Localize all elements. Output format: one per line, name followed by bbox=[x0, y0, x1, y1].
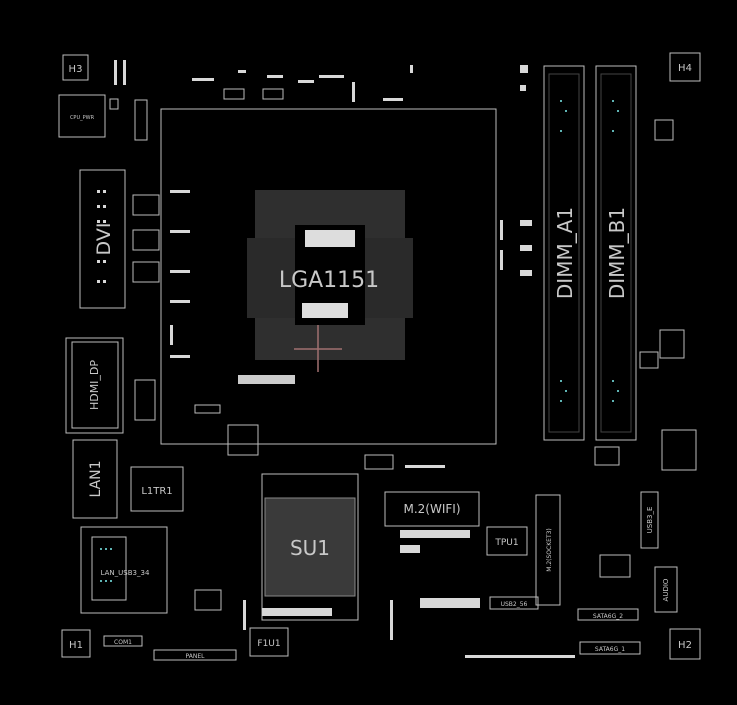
sata1-label: SATA6G_1 bbox=[595, 646, 625, 653]
usb-e-label: USB3_E bbox=[646, 507, 654, 534]
cpu-socket: LGA1151 bbox=[160, 108, 497, 445]
dvi-connector: DVI bbox=[79, 169, 126, 309]
dimm-a1-label: DIMM_A1 bbox=[553, 207, 577, 299]
h4-label: H4 bbox=[678, 63, 692, 74]
f1u1-label: F1U1 bbox=[257, 639, 280, 649]
h2-label: H2 bbox=[678, 640, 692, 651]
sata2-label: SATA6G_2 bbox=[593, 613, 623, 620]
l1tr1-label: L1TR1 bbox=[141, 486, 172, 497]
audio-header: AUDIO bbox=[654, 566, 678, 613]
bios-chip-f1u1: F1U1 bbox=[249, 627, 289, 657]
dvi-label: DVI bbox=[93, 223, 115, 256]
cpu-pwr-label: CPU_PWR bbox=[70, 115, 95, 121]
m2-socket3: M.2(SOCKET3) bbox=[535, 494, 561, 606]
usb2-56-header: USB2_56 bbox=[489, 596, 539, 610]
misc-components bbox=[109, 60, 697, 658]
panel-header: PANEL bbox=[153, 649, 237, 661]
lan-usb-connector: LAN_USB3_34 bbox=[80, 526, 168, 614]
cpu-socket-label: LGA1151 bbox=[279, 268, 379, 293]
usb56-label: USB2_56 bbox=[501, 601, 528, 608]
m2-wifi-slot: M.2(WIFI) bbox=[384, 491, 480, 527]
lan-usb-label: LAN_USB3_34 bbox=[101, 569, 150, 577]
sata-port-1: SATA6G_1 bbox=[579, 641, 641, 655]
m2-wifi-label: M.2(WIFI) bbox=[403, 502, 460, 516]
dimm-slot-a1: DIMM_A1 bbox=[543, 65, 585, 441]
usb3-e-header: USB3_E bbox=[640, 491, 659, 549]
mount-hole-h4: H4 bbox=[669, 52, 701, 82]
su1-label: SU1 bbox=[290, 536, 330, 560]
panel-label: PANEL bbox=[186, 653, 206, 660]
com1-header: COM1 bbox=[103, 635, 143, 647]
chipset-su1: SU1 bbox=[261, 473, 359, 621]
dimm-b1-label: DIMM_B1 bbox=[605, 207, 629, 299]
mount-hole-h2: H2 bbox=[669, 628, 701, 660]
m2-socket-label: M.2(SOCKET3) bbox=[546, 528, 553, 572]
tpu-chip: TPU1 bbox=[486, 526, 528, 556]
h3-label: H3 bbox=[69, 64, 83, 75]
lan-connector: LAN1 bbox=[72, 439, 118, 519]
mount-hole-h3: H3 bbox=[62, 54, 89, 81]
com1-label: COM1 bbox=[114, 639, 132, 646]
tpu-label: TPU1 bbox=[494, 538, 518, 548]
dimm-slot-b1: DIMM_B1 bbox=[595, 65, 637, 441]
lan-transformer: L1TR1 bbox=[130, 466, 184, 512]
hdmi-dp-connector: HDMI_DP bbox=[65, 337, 124, 434]
sata-port-2: SATA6G_2 bbox=[577, 608, 639, 621]
h1-label: H1 bbox=[69, 640, 83, 651]
audio-label: AUDIO bbox=[662, 578, 670, 601]
lan-label: LAN1 bbox=[88, 460, 104, 497]
hdmi-dp-label: HDMI_DP bbox=[88, 360, 101, 410]
cpu-power-header: CPU_PWR bbox=[58, 94, 106, 138]
mount-hole-h1: H1 bbox=[61, 629, 91, 658]
